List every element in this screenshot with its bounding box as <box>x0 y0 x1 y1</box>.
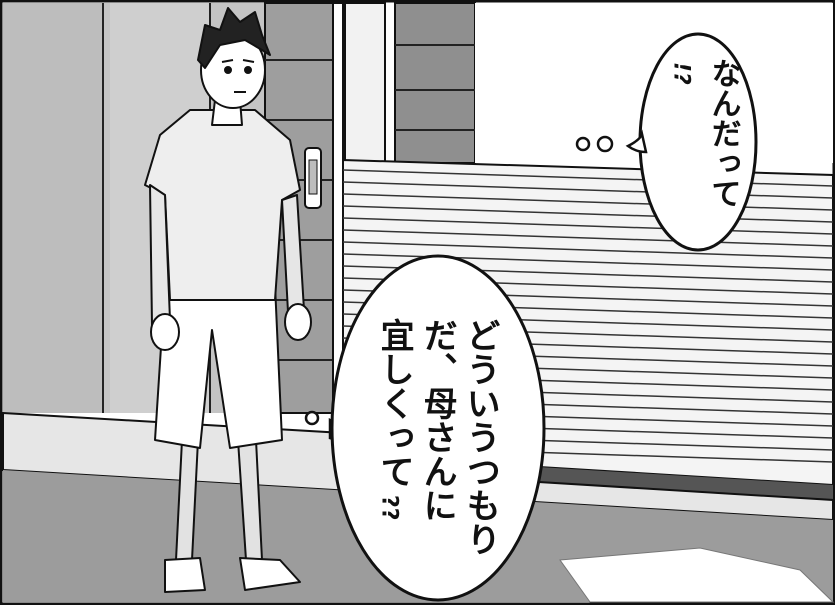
bubble-large-trail: ?? <box>376 495 402 521</box>
bubble-large-line3: 宜しくって <box>374 318 415 488</box>
boy-standing-icon <box>144 7 312 593</box>
bubble-large-line1: どういうつもり <box>460 318 501 556</box>
bubble-small-text: なんだって <box>705 58 741 208</box>
bubble-large-line2: だ、母さんに <box>417 318 458 522</box>
speech-bubble-small-tail <box>625 129 648 154</box>
speech-bubble-large <box>330 254 546 602</box>
bubble-small-exclaim: !? <box>668 62 694 85</box>
